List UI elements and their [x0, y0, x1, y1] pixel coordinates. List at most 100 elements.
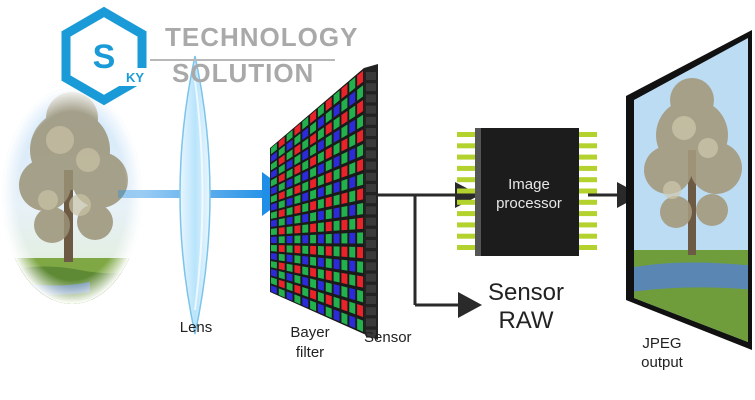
bayer-cell [357, 129, 364, 144]
bayer-cell [302, 297, 309, 308]
bayer-cell [317, 280, 324, 291]
bayer-cell [286, 206, 293, 216]
bayer-cell [333, 194, 340, 206]
bayer-cell [310, 200, 317, 211]
bayer-label-line2: filter [296, 344, 324, 361]
bayer-cell [294, 153, 301, 166]
chip-pin [457, 222, 477, 228]
processor-label-line1: Image [508, 176, 550, 193]
arrow-to-raw-icon [458, 292, 482, 318]
chip-pin [577, 222, 597, 228]
bayer-cell [317, 139, 324, 152]
bayer-filter [270, 68, 364, 334]
chip-pin [457, 233, 477, 239]
bayer-cell [278, 199, 285, 209]
bayer-cell [278, 262, 285, 271]
bayer-cell [286, 226, 293, 234]
bayer-cell [349, 232, 356, 244]
chip-pin [577, 233, 597, 239]
bayer-cell [317, 291, 324, 303]
brand-line1: TECHNOLOGY [165, 22, 358, 52]
bayer-cell [341, 83, 348, 99]
bayer-cell [294, 123, 301, 136]
bayer-cell [310, 178, 317, 189]
bayer-cell [270, 277, 277, 286]
bayer-cell [325, 270, 332, 281]
bayer-cell [357, 289, 364, 303]
bayer-cell [333, 246, 340, 257]
bayer-cell [325, 233, 332, 244]
chip-pin [577, 199, 597, 205]
processor-label-line2: processor [496, 195, 562, 212]
bayer-cell [302, 192, 309, 202]
bayer-cell [325, 184, 332, 196]
brand-line2: SOLUTION [172, 58, 314, 88]
bayer-cell [278, 181, 285, 192]
bayer-cell [310, 166, 317, 178]
bayer-cell [270, 168, 277, 179]
bayer-cell [286, 149, 293, 161]
bayer-cell [357, 158, 364, 173]
bayer-cell [349, 246, 356, 258]
bayer-cell [302, 127, 309, 140]
bayer-cell [349, 119, 356, 134]
bayer-cell [317, 115, 324, 129]
chip-pin [577, 154, 597, 160]
bayer-cell [270, 269, 277, 278]
bayer-cell [333, 129, 340, 143]
sensor-cell [366, 273, 376, 282]
image-processor-chip [457, 128, 597, 256]
bayer-cell [286, 245, 293, 253]
chip-pin [577, 177, 597, 183]
bayer-cell [341, 178, 348, 191]
sensor-cell [366, 161, 376, 170]
bayer-cell [294, 265, 301, 274]
bayer-cell [286, 254, 293, 263]
sensor-label: Sensor [364, 329, 412, 346]
bayer-cell [357, 188, 364, 201]
bayer-cell [317, 210, 324, 221]
bayer-cell [294, 194, 301, 205]
chip-pin [457, 154, 477, 160]
bayer-cell [278, 253, 285, 262]
chip-pin [457, 132, 477, 137]
bayer-cell [270, 253, 277, 261]
bayer-cell [278, 271, 285, 280]
bayer-cell [310, 110, 317, 124]
bayer-cell [333, 155, 340, 168]
bayer-cell [310, 234, 317, 244]
bayer-cell [325, 196, 332, 208]
bayer-cell [317, 198, 324, 209]
sensor-cell [366, 262, 376, 271]
bayer-cell [317, 222, 324, 232]
bayer-cell [357, 173, 364, 187]
bayer-cell [302, 224, 309, 233]
bayer-cell [302, 245, 309, 255]
bayer-cell [325, 134, 332, 148]
bayer-cell [286, 168, 293, 179]
signal-arrows [378, 193, 622, 307]
bayer-cell [349, 176, 356, 189]
bayer-cell [349, 260, 356, 272]
sensor-cell [366, 116, 376, 125]
bayer-cell [270, 160, 277, 171]
bayer-cell [270, 177, 277, 187]
bayer-cell [270, 228, 277, 235]
sensor-cell [366, 105, 376, 114]
bayer-cell [286, 139, 293, 152]
bayer-cell [278, 172, 285, 183]
bayer-cell [341, 233, 348, 244]
bayer-cell [310, 267, 317, 278]
bayer-cell [349, 315, 356, 329]
chip-pin [577, 245, 597, 250]
bayer-cell [302, 149, 309, 161]
bayer-cell [310, 300, 317, 312]
bayer-cell [270, 244, 277, 252]
bayer-cell [341, 192, 348, 204]
bayer-cell [325, 294, 332, 306]
bayer-cell [333, 284, 340, 296]
bayer-cell [357, 70, 364, 87]
bayer-cell [286, 282, 293, 292]
bayer-cell [286, 216, 293, 225]
bayer-cell [341, 272, 348, 285]
